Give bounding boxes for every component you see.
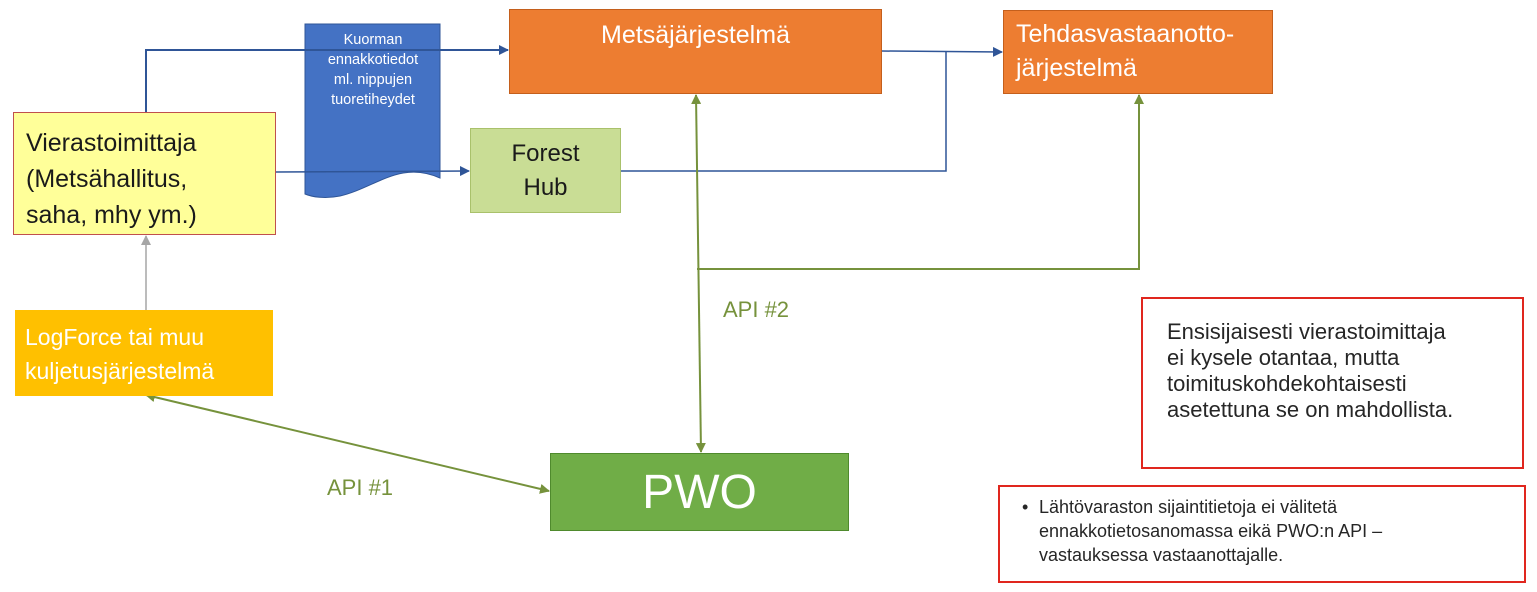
note-location-text: Lähtövaraston sijaintitietoja ei välitet… [1039,497,1383,565]
arrow-vierasto-to-metsa [145,45,509,112]
line-forest-hub-to-tehdas [621,52,947,172]
arrow-api2-metsa-pwo [691,94,706,453]
tehdasvastaanotto-label: Tehdasvastaanotto- järjestelmä [1016,20,1235,82]
note-location-bullet: • [1022,497,1029,517]
pwo-label: PWO [642,466,757,519]
arrow-metsa-to-tehdas [881,46,1003,57]
metsajarjestelma-label: Metsäjärjestelmä [601,21,790,49]
vierastoimittaja-box: Vierastoimittaja (Metsähallitus, saha, m… [13,112,276,235]
forest-hub-box: Forest Hub [470,128,621,213]
arrow-api2-to-tehdas [697,94,1144,270]
tehdasvastaanotto-box: Tehdasvastaanotto- järjestelmä [1003,10,1273,94]
pwo-box: PWO [550,453,849,531]
forest-hub-label: Forest Hub [511,140,580,201]
note-sampling-box: Ensisijaisesti vierastoimittaja ei kysel… [1141,297,1524,469]
api1-label: API #1 [327,475,394,500]
metsajarjestelma-box: Metsäjärjestelmä [509,9,882,94]
api2-label: API #2 [723,297,790,322]
note-location-box: • Lähtövaraston sijaintitietoja ei välit… [998,485,1526,583]
logforce-box: LogForce tai muu kuljetusjärjestelmä [15,310,273,396]
kuorman-document-label: Kuorman ennakkotiedot ml. nippujen tuore… [327,32,419,108]
document-shape [304,23,441,198]
vierastoimittaja-label: Vierastoimittaja (Metsähallitus, saha, m… [26,129,197,229]
note-sampling-text: Ensisijaisesti vierastoimittaja ei kysel… [1167,319,1454,422]
arrow-vierasto-to-forest-hub [275,166,470,177]
arrow-api1-logforce-pwo [145,392,550,494]
logforce-label: LogForce tai muu kuljetusjärjestelmä [25,324,215,384]
